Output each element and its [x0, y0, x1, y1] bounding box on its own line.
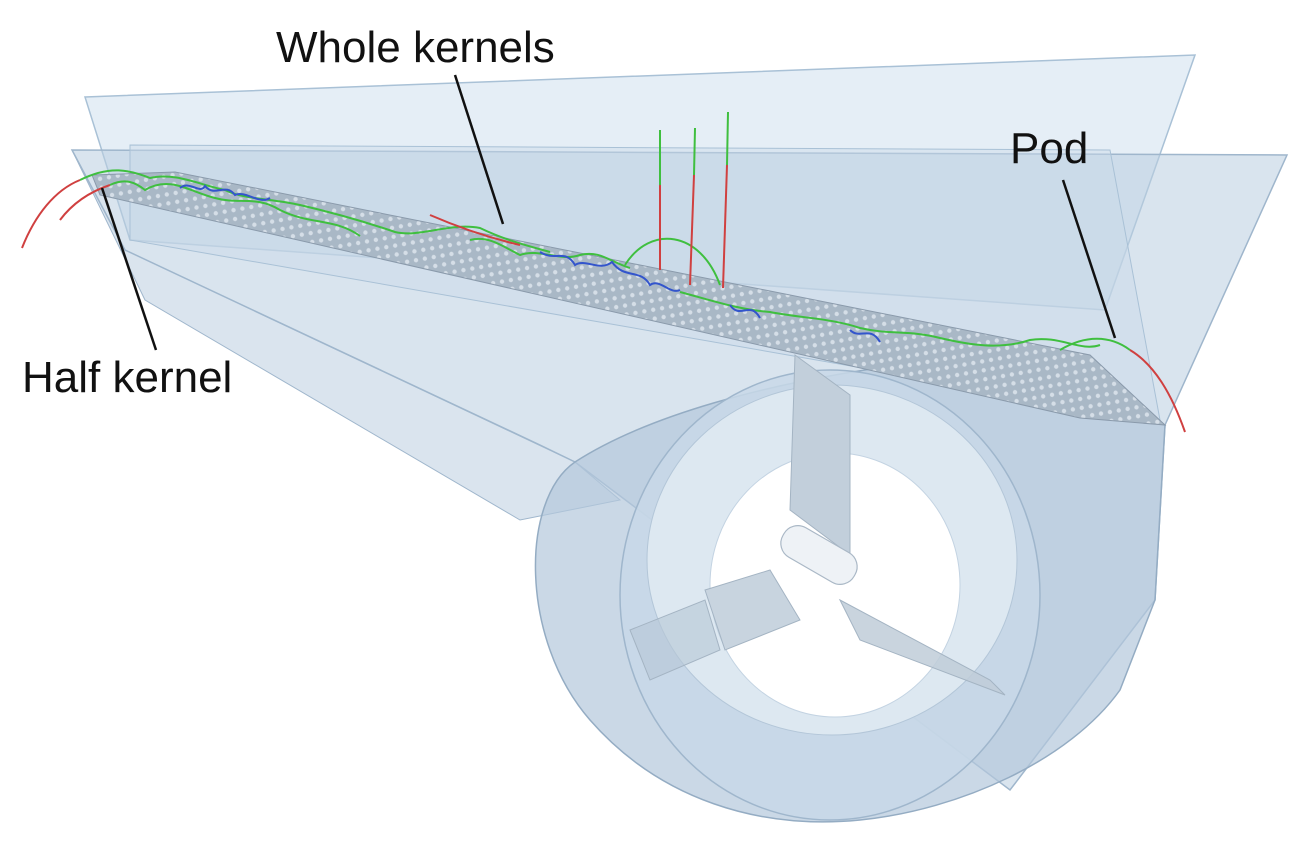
- trajectory-second-kernel-red: [59, 184, 111, 221]
- trajectory-second-kernel-green: [109, 180, 361, 237]
- fan-hub: [780, 525, 858, 585]
- trajectory-half-kernel-red: [21, 179, 81, 249]
- trajectory-blue-cluster-right: [729, 304, 881, 343]
- fan-blade-right: [838, 598, 1006, 696]
- trajectory-pod-green: [1059, 337, 1131, 351]
- trajectory-blue-cluster-left: [179, 184, 271, 201]
- leader-line-half-kernel: [100, 187, 158, 351]
- trajectory-lower-green: [679, 291, 1101, 348]
- leader-line-pod: [1061, 179, 1117, 339]
- kernel-trajectories: [21, 111, 1186, 433]
- trajectory-vertical-2-red: [689, 174, 695, 286]
- trajectory-pod-red: [1129, 349, 1186, 433]
- trajectory-vertical-3-green: [726, 111, 729, 166]
- trajectory-vertical-2-green: [693, 127, 696, 176]
- fan-blade-left: [704, 569, 801, 651]
- label-pod: Pod: [1010, 124, 1088, 173]
- label-whole-kernels: Whole kernels: [276, 23, 555, 72]
- trajectory-blue-cluster-middle: [539, 251, 681, 292]
- trajectory-whole-kernel-a: [429, 214, 521, 246]
- trajectory-vertical-3-red: [722, 164, 728, 289]
- leader-line-whole-kernels: [453, 74, 505, 225]
- trajectory-arch-middle: [624, 237, 721, 286]
- fan-blade-front: [629, 599, 721, 681]
- label-half-kernel: Half kernel: [22, 353, 232, 402]
- trajectory-half-kernel-green: [79, 169, 551, 253]
